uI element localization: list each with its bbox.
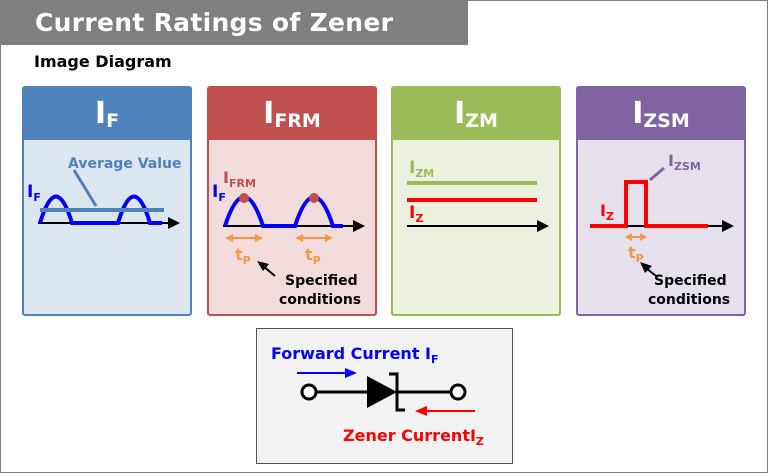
panel-izsm-body: IZSM IZ tP Specified conditions [578, 140, 744, 314]
peak-marker [309, 193, 319, 203]
axis-arrowhead [722, 220, 734, 232]
specified-conditions-line1: Specified [654, 273, 727, 289]
tp-label: tP [235, 245, 251, 267]
axis-arrowhead [353, 220, 365, 232]
panel-izm-graph: IZM IZ [407, 158, 549, 232]
tp-arrowhead [225, 234, 233, 242]
panel-izm-header-main: I [454, 96, 466, 131]
panel-ifrm: IFRM IFRM IF tP tP Specified conditions [207, 86, 377, 316]
diode-legend: Forward Current IF Zener CurrentIZ [256, 328, 513, 464]
zener-diode-symbol: Forward Current IF Zener CurrentIZ [271, 344, 484, 448]
if-curve-label: IF [27, 182, 41, 204]
specified-conditions-line2: conditions [648, 292, 730, 308]
forward-current-waveform [223, 195, 343, 228]
panel-izsm-header: IZSM [578, 88, 744, 140]
tp-arrowhead [640, 233, 647, 241]
forward-current-waveform [38, 194, 162, 225]
panel-izsm: IZSM IZSM IZ tP Specified conditions [576, 86, 746, 316]
condition-arrowhead [640, 262, 652, 273]
panel-izm-body: IZM IZ [393, 140, 559, 314]
panel-ifrm-header: IFRM [209, 88, 375, 140]
panel-izm-header-sub: ZM [465, 110, 498, 132]
page-title: Current Ratings of Zener Diode [1, 1, 468, 81]
anode-terminal [300, 383, 318, 401]
axis-arrowhead [168, 217, 180, 229]
panel-izsm-graph: IZSM IZ tP Specified conditions [590, 151, 734, 308]
panel-ifrm-body: IFRM IF tP tP Specified conditions [209, 140, 375, 314]
iz-label: IZ [600, 201, 614, 223]
ifrm-peak-label: IFRM [223, 168, 256, 190]
forward-arrowhead [345, 368, 357, 378]
panel-if-graph: Average Value IF [27, 156, 181, 229]
specified-conditions-line1: Specified [285, 273, 358, 289]
condition-arrowhead [257, 261, 269, 271]
cathode-terminal [449, 383, 467, 401]
izsm-pointer [649, 166, 665, 182]
panel-ifrm-graph: IFRM IF tP tP Specified conditions [212, 168, 365, 308]
specified-conditions-line2: conditions [279, 292, 361, 308]
izm-label: IZM [409, 158, 434, 180]
panel-if: IF Average Value IF [22, 86, 192, 316]
panel-izsm-header-main: I [632, 96, 644, 131]
tp-arrowhead [325, 234, 333, 242]
zener-current-label: Zener CurrentIZ [343, 426, 484, 448]
if-curve-label: IF [212, 182, 226, 204]
diagram-subtitle: Image Diagram [34, 52, 172, 71]
panel-izm-header: IZM [393, 88, 559, 140]
izsm-label: IZSM [668, 151, 701, 173]
axis-arrowhead [537, 220, 549, 232]
surge-pulse-waveform [590, 180, 708, 228]
tp-arrowhead [625, 233, 632, 241]
panel-if-body: Average Value IF [24, 140, 190, 314]
peak-marker [239, 193, 249, 203]
diode-triangle [367, 376, 397, 408]
panel-if-header: IF [24, 88, 190, 140]
panel-if-header-sub: F [106, 110, 120, 132]
average-value-pointer [72, 169, 98, 207]
tp-label: tP [305, 245, 321, 267]
average-value-label: Average Value [68, 156, 181, 172]
panel-if-header-main: I [94, 96, 107, 131]
tp-label: tP [628, 243, 644, 265]
panel-ifrm-header-main: I [263, 96, 275, 131]
tp-arrowhead [295, 234, 303, 242]
panel-izsm-header-sub: ZSM [643, 110, 690, 132]
panel-ifrm-header-sub: FRM [274, 110, 321, 132]
forward-current-label: Forward Current IF [271, 344, 439, 366]
iz-label: IZ [409, 203, 423, 225]
panel-izm: IZM IZM IZ [391, 86, 561, 316]
tp-arrowhead [255, 234, 263, 242]
zener-arrowhead [415, 406, 427, 416]
